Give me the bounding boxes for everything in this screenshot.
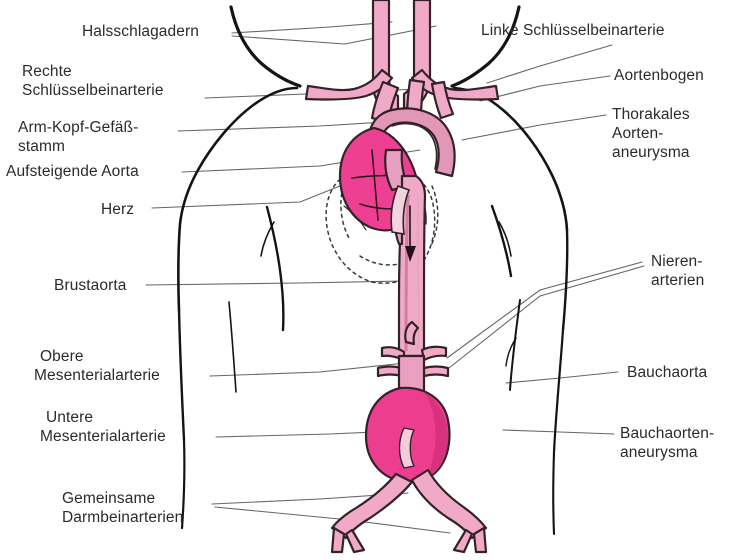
leader-lines	[145, 21, 645, 534]
right-iliac-branch-b	[452, 528, 474, 554]
label-rechte-schluesselbeinarterie-line1: Rechte	[22, 63, 72, 80]
label-obere-mesenterialarterie-line1: Obere	[40, 348, 84, 365]
inferior-mesenteric-artery	[422, 365, 450, 378]
right-subclavian-artery	[304, 68, 394, 101]
label-brustaorta: Brustaorta	[54, 277, 127, 294]
label-untere-mesenterialarterie-line2: Mesenterialarterie	[40, 428, 166, 445]
right-common-iliac-artery	[410, 468, 488, 540]
label-aufsteigende-aorta: Aufsteigende Aorta	[6, 163, 139, 180]
label-herz: Herz	[101, 201, 135, 218]
label-rechte-schluesselbeinarterie-line2: Schlüsselbeinarterie	[22, 82, 164, 99]
label-thorakales-aortenaneurysma-line2: Aorten-	[612, 125, 664, 142]
label-arm-kopf-gefaessstamm-line2: stamm	[18, 138, 65, 155]
label-aortenbogen: Aortenbogen	[614, 67, 704, 84]
right-iliac-branch-a	[472, 526, 488, 554]
label-gemeinsame-darmbeinarterien-line1: Gemeinsame	[62, 490, 156, 507]
label-untere-mesenterialarterie-line1: Untere	[46, 409, 94, 426]
label-linke-schluesselbeinarterie: Linke Schlüsselbeinarterie	[481, 22, 665, 39]
left-common-iliac-artery	[330, 472, 414, 540]
label-arm-kopf-gefaessstamm-line1: Arm-Kopf-Gefäß-	[18, 119, 139, 136]
abdominal-aorta	[397, 354, 426, 394]
label-bauchaortenaneurysma-line1: Bauchaorten-	[620, 425, 715, 442]
label-thorakales-aortenaneurysma-line3: aneurysma	[612, 144, 690, 161]
renal-artery-right	[420, 345, 448, 362]
aneurysm-shading	[424, 392, 448, 478]
label-nierenarterien-line1: Nieren-	[651, 253, 703, 270]
label-bauchaorta: Bauchaorta	[627, 364, 708, 381]
label-gemeinsame-darmbeinarterien-line2: Darmbeinarterien	[62, 509, 184, 526]
label-obere-mesenterialarterie-line2: Mesenterialarterie	[34, 367, 160, 384]
renal-artery-left	[376, 365, 404, 378]
celiac-trunk	[404, 320, 420, 346]
left-subclavian-stem	[430, 80, 455, 120]
arch-inner-curve	[391, 122, 438, 170]
label-nierenarterien-line2: arterien	[651, 272, 705, 289]
left-iliac-branch-a	[330, 526, 346, 554]
pulmonary-trunk	[390, 184, 411, 235]
label-bauchaortenaneurysma-line2: aneurysma	[620, 444, 698, 461]
label-thorakales-aortenaneurysma-line1: Thorakales	[612, 106, 690, 123]
aneurysm-lumen	[398, 427, 415, 469]
thoracic-aneurysm-arrow	[405, 246, 416, 262]
aorta-vessel-tree	[304, 0, 500, 554]
label-halsschlagadern: Halsschlagadern	[82, 23, 199, 40]
left-iliac-branch-b	[344, 528, 366, 554]
aortic-arch	[367, 107, 456, 178]
